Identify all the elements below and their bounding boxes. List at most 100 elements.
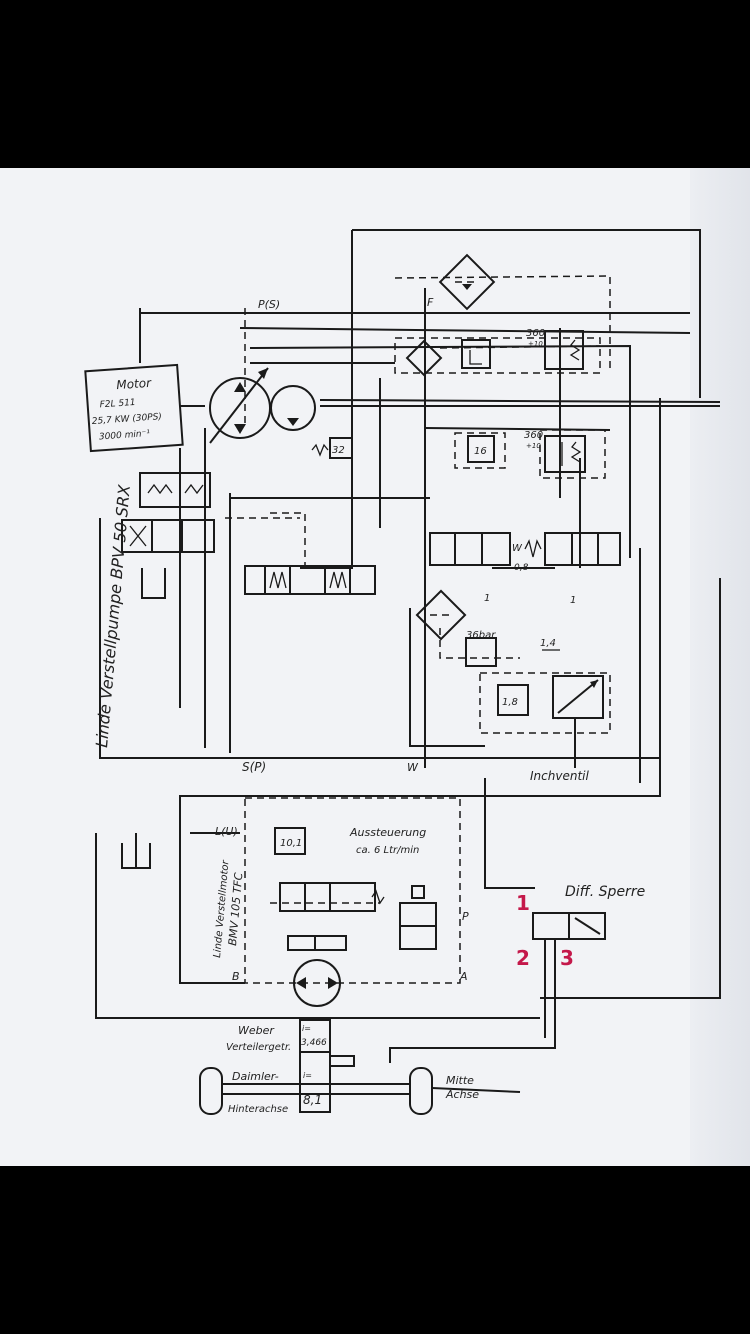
axle-extension [431, 1087, 521, 1093]
control-valve-lower-cross [129, 525, 147, 547]
inch-valve-arrow [557, 679, 599, 714]
drivetrain: i= 3,466 i= 8,1 Weber Verteilergetr. Dai… [199, 1019, 521, 1115]
inch-filter-diamond [415, 589, 467, 641]
wheel-left [199, 1067, 223, 1115]
upper-valve-frame [394, 337, 601, 374]
diff-valve-left [532, 912, 570, 940]
mitte-2: Achse [445, 1088, 479, 1101]
pilot-valve-right-divs [571, 533, 599, 565]
top-black-bar [0, 0, 750, 168]
diff-valve-right [568, 912, 606, 940]
spool-spring-left [269, 571, 287, 589]
relief-valve-32 [329, 437, 353, 459]
spring-32 [311, 443, 329, 457]
daimler-label: Daimler- [232, 1070, 279, 1083]
spool-spring-right [329, 571, 347, 589]
port-a: A [459, 970, 468, 983]
port-lu: L(U) [215, 825, 238, 838]
red-number-1: 1 [516, 891, 530, 915]
pilot-valve-right [544, 532, 621, 566]
control-valve-upper [139, 472, 211, 508]
relief-valve-16 [467, 435, 495, 463]
pipe-w-down [484, 778, 535, 889]
ratio-label: i= [302, 1024, 311, 1033]
top-filter [438, 253, 496, 311]
motor-cylinder [287, 935, 347, 951]
pipe-right-edge [540, 578, 721, 999]
relief-valve-1 [461, 339, 491, 369]
port-b: B [232, 970, 240, 983]
diff-lock-valve: Diff. Sperre 1 2 3 [516, 884, 645, 970]
tank-left [141, 568, 166, 599]
pilot-line-5 [439, 628, 520, 659]
spool-valve [244, 565, 376, 595]
shuttle-valve-solenoid [411, 885, 425, 899]
variable-pump-arrowhead [258, 368, 268, 379]
red-number-2: 2 [516, 946, 530, 970]
small-filter-diamond [405, 339, 443, 377]
pipe-network [95, 229, 721, 1063]
axle-shaft [222, 1083, 410, 1095]
variable-motor-group: Linde Verstellmotor BMV 105 TFC 10,1 Aus… [212, 826, 437, 1007]
pilot-valve-left-w: W [512, 543, 523, 554]
pump-label: Linde Verstellpumpe BPV 50 SRX [92, 483, 134, 748]
relief-valve-101 [274, 827, 306, 855]
label-16: 16 [474, 446, 487, 457]
hydraulic-motor-triangle-left [296, 977, 306, 989]
pipe-mid-long [319, 399, 721, 403]
relief-valve-1-path [469, 350, 482, 365]
pump-triangle-up [234, 382, 246, 392]
bottom-black-bar [0, 1166, 750, 1334]
motor-control-valve [279, 882, 376, 912]
relief-valve-18 [497, 684, 529, 716]
inch-valve-frame [479, 672, 611, 734]
relief-valve-360a-spring [569, 339, 581, 361]
engine-speed: 3000 min⁻¹ [99, 429, 151, 443]
hydraulic-motor-triangle-right [328, 977, 338, 989]
label-360-a: 360 [526, 328, 545, 339]
pipe-right-outer [179, 398, 661, 984]
weber-2: Verteilergetr. [226, 1042, 291, 1053]
inch-valve-arrowhead [590, 680, 598, 688]
top-filter-diamond [438, 253, 496, 311]
port-f: F [427, 296, 434, 309]
spool-valve-divs [264, 566, 351, 594]
upper-valve-cluster: 360 +10 [394, 328, 601, 377]
diff-lock-cylinder [329, 1055, 355, 1067]
top-filter-arrow [462, 284, 472, 290]
motor-control-valve-divs [304, 883, 331, 911]
ratio2-value: 8,1 [303, 1093, 322, 1107]
inch-valve-body [552, 675, 604, 719]
label-101: 10,1 [280, 838, 302, 849]
pipe-ps-line-2 [239, 327, 691, 334]
engine-title: Motor [116, 376, 153, 392]
hydraulic-motor-symbol [293, 959, 341, 1007]
motor-dashed-frame [244, 797, 461, 984]
label-1-b: 1 [570, 595, 576, 606]
pilot-valve-left-divs [454, 533, 483, 565]
aussteuerung-2: ca. 6 Ltr/min [356, 845, 419, 856]
middle-valve-cluster: 32 16 360 +10 [311, 429, 606, 479]
pump-group [209, 367, 316, 444]
paper-sheet: Motor F2L 511 25,7 KW (30PS) 3000 min⁻¹ … [0, 168, 750, 1166]
relief-valve-360b-spring [570, 441, 582, 463]
control-valve-upper-spring-b [184, 483, 204, 495]
red-number-3: 3 [560, 946, 574, 970]
pipe-w-left [409, 608, 485, 747]
valve-16-frame [454, 432, 506, 469]
label-10-b: +10 [526, 442, 541, 450]
pipe-bottom-left [99, 518, 660, 759]
spool-valve-body [244, 565, 376, 595]
engine-box [84, 363, 184, 453]
inchventil-label: Inchventil [530, 769, 589, 783]
pump-triangle-down [234, 424, 246, 434]
pilot-line-2 [394, 275, 611, 368]
ratio2-label: i= [303, 1071, 312, 1080]
motor-control-spring [371, 889, 385, 905]
pilot-lines [225, 275, 611, 984]
axle-box [299, 1051, 331, 1113]
label-36bar: 36bar [466, 630, 496, 641]
variable-pump-arrow [209, 367, 269, 444]
hydraulic-schematic: Motor F2L 511 25,7 KW (30PS) 3000 min⁻¹ … [84, 229, 721, 1115]
engine-block: Motor F2L 511 25,7 KW (30PS) 3000 min⁻¹ [84, 363, 205, 453]
